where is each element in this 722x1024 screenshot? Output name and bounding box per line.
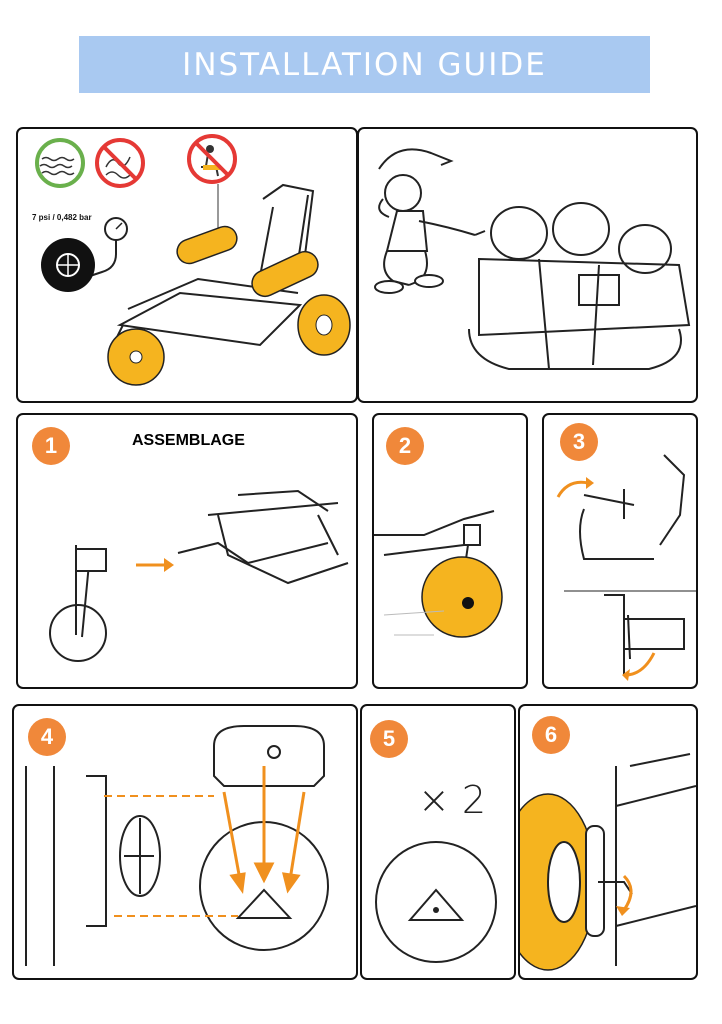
wheel-fix-illustration bbox=[520, 753, 696, 971]
calm-water-icon bbox=[35, 138, 85, 188]
step-4-badge: 4 bbox=[28, 718, 66, 756]
pressure-gauge-icon bbox=[41, 217, 128, 292]
panel-child-floats bbox=[357, 127, 698, 403]
wheel-mount-illustration bbox=[374, 510, 503, 638]
repeat-plate-illustration bbox=[375, 841, 497, 963]
assemblage-illustration bbox=[49, 489, 349, 662]
no-waves-icon bbox=[95, 138, 145, 188]
pressure-label: 7 psi / 0,482 bar bbox=[32, 213, 92, 222]
step-5-badge: 5 bbox=[370, 720, 408, 758]
panel-step-6: 6 bbox=[518, 704, 698, 980]
panel-step-4: 4 bbox=[12, 704, 358, 980]
step-3-badge: 3 bbox=[560, 423, 598, 461]
no-sitting-icon bbox=[187, 134, 237, 184]
panel-step-1: 1 ASSEMBLAGE bbox=[16, 413, 358, 689]
panel-step-3: 3 bbox=[542, 413, 698, 689]
guide-title: INSTALLATION GUIDE bbox=[182, 46, 547, 83]
step-1-title: ASSEMBLAGE bbox=[132, 432, 245, 449]
guide-header-banner: INSTALLATION GUIDE bbox=[79, 36, 650, 93]
step-5-multiplier: × 2 bbox=[418, 778, 487, 822]
chair-overview-illustration bbox=[35, 134, 351, 386]
step-2-badge: 2 bbox=[386, 427, 424, 465]
step-1-badge: 1 bbox=[32, 427, 70, 465]
axle-plate-illustration bbox=[25, 725, 329, 966]
panel-overview: 7 psi / 0,482 bar bbox=[16, 127, 358, 403]
child-and-folded-chair-illustration bbox=[374, 148, 691, 370]
panel-step-5: 5 × 2 bbox=[360, 704, 516, 980]
clamp-lock-illustration bbox=[556, 454, 696, 681]
panel-step-2: 2 bbox=[372, 413, 528, 689]
step-6-badge: 6 bbox=[532, 716, 570, 754]
